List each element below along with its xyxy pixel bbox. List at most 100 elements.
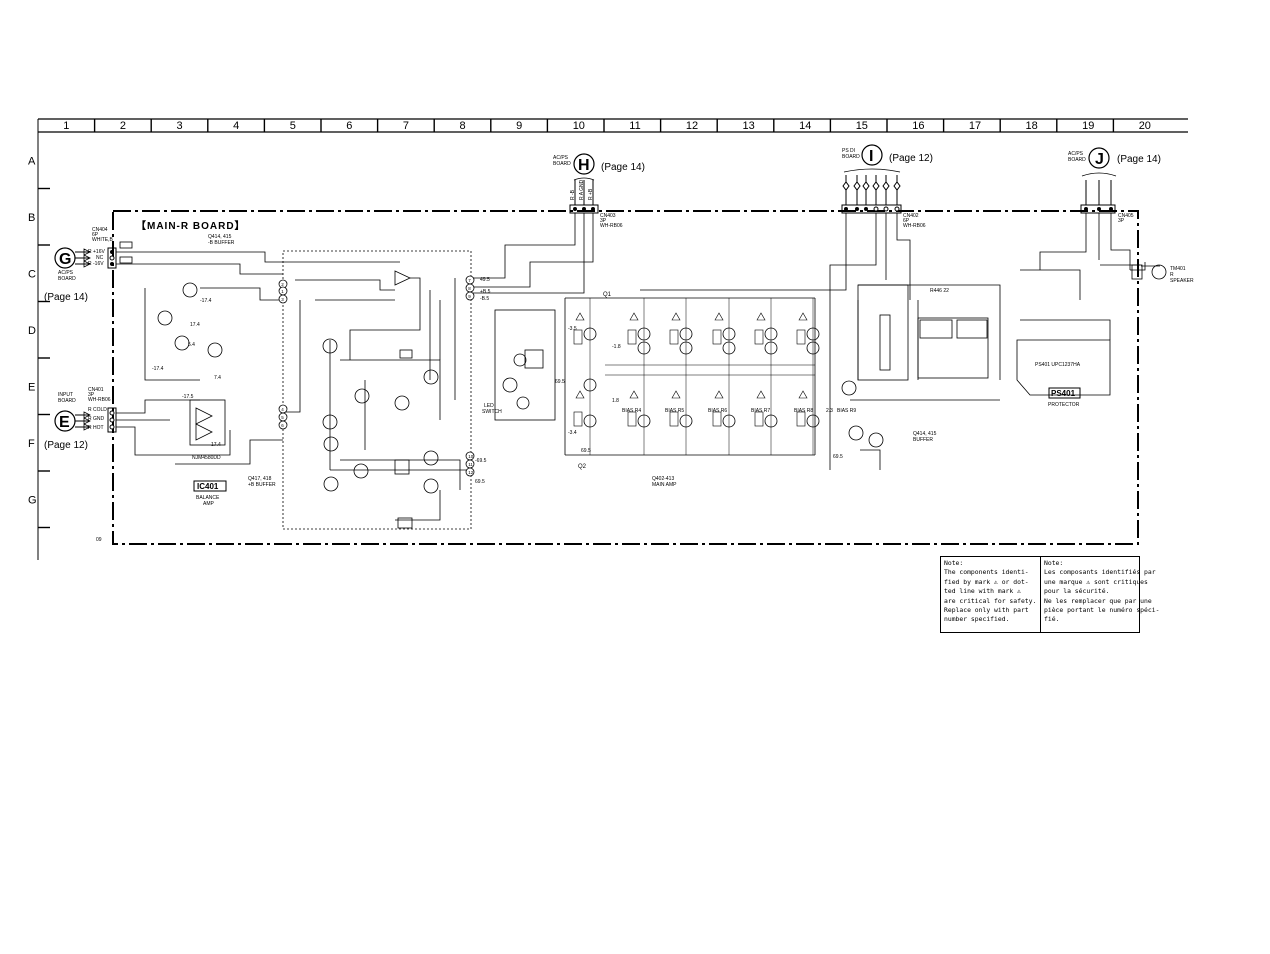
- svg-text:1.8: 1.8: [612, 398, 619, 404]
- grid-column-16: 16: [912, 120, 924, 132]
- board-title: 【MAIN-R BOARD】: [136, 219, 246, 232]
- left-transistors: [119, 241, 226, 446]
- svg-text:Q417, 418: Q417, 418: [248, 476, 272, 482]
- svg-text:3P: 3P: [600, 218, 607, 224]
- block-labels: IC401 BALANCE AMP NJM4580DD PS401 PROTEC…: [192, 234, 1194, 507]
- protector-area: [494, 264, 1167, 448]
- svg-text:17.4: 17.4: [190, 322, 200, 328]
- svg-text:BOARD: BOARD: [553, 161, 571, 167]
- svg-text:BALANCE: BALANCE: [196, 495, 220, 501]
- svg-text:6P: 6P: [903, 218, 910, 224]
- bias-label: BIAS R7: [751, 408, 770, 414]
- grid-frame: [37, 118, 1188, 560]
- svg-text:R GND: R GND: [88, 416, 105, 422]
- svg-text:LED: LED: [484, 403, 494, 409]
- svg-text:Q414, 415: Q414, 415: [208, 234, 232, 240]
- svg-text:BOARD: BOARD: [58, 398, 76, 404]
- grid-column-11: 11: [629, 120, 640, 132]
- svg-text:Q414, 415: Q414, 415: [913, 431, 937, 437]
- svg-text:8: 8: [468, 286, 471, 291]
- svg-text:+B.5: +B.5: [480, 289, 491, 295]
- connector-i: I PS DI BOARD (Page 12) CN402 6P WH-RB06: [841, 144, 933, 229]
- svg-text:NJM4580DD: NJM4580DD: [192, 455, 221, 461]
- grid-column-18: 18: [1026, 120, 1038, 132]
- svg-text:TM401: TM401: [1170, 266, 1186, 272]
- grid-column-20: 20: [1139, 120, 1151, 132]
- svg-text:R COLD: R COLD: [88, 407, 107, 413]
- grid-column-3: 3: [177, 120, 183, 132]
- svg-text:BUFFER: BUFFER: [913, 437, 933, 443]
- svg-text:5.4: 5.4: [188, 342, 195, 348]
- svg-text:R: R: [1170, 272, 1174, 278]
- grid-column-4: 4: [233, 120, 239, 132]
- bias-label: BIAS R5: [665, 408, 684, 414]
- module-pin: [278, 420, 288, 430]
- svg-text:AMP: AMP: [203, 501, 215, 507]
- svg-text:9: 9: [468, 294, 471, 299]
- bias-label: BIAS R9: [837, 408, 856, 414]
- module-pin: [465, 291, 475, 301]
- svg-text:R446 22: R446 22: [930, 288, 949, 294]
- grid-row-C: C: [28, 268, 36, 280]
- connector-e: E INPUT BOARD (Page 12) CN401 3P WH-RB06…: [44, 387, 117, 451]
- grid-row-F: F: [28, 438, 35, 450]
- svg-text:3: 3: [281, 297, 284, 302]
- safety-note: Note: The components identi- fied by mar…: [940, 556, 1159, 633]
- svg-text:PS DI: PS DI: [842, 148, 855, 154]
- connector-e-letter: E: [59, 414, 70, 431]
- grid-column-9: 9: [516, 120, 522, 132]
- voltage-annotations: -17.4 -17.4 17.4 -17.5 17.4 7.4 5.4 -3.5…: [152, 277, 843, 485]
- svg-text:Q2: Q2: [578, 464, 587, 470]
- svg-text:MAIN AMP: MAIN AMP: [652, 482, 677, 488]
- svg-text:WHITE,B: WHITE,B: [92, 237, 113, 243]
- svg-text:R +16V: R +16V: [88, 249, 105, 255]
- grid-row-E: E: [28, 381, 35, 393]
- note-english: Note: The components identi- fied by mar…: [944, 559, 1037, 624]
- svg-text:R -B: R -B: [570, 189, 576, 200]
- svg-text:6P: 6P: [92, 232, 99, 238]
- svg-text:4: 4: [281, 407, 284, 412]
- svg-text:69.5: 69.5: [581, 448, 591, 454]
- svg-text:69.5: 69.5: [555, 379, 565, 385]
- grid-column-10: 10: [573, 120, 585, 132]
- svg-text:49.5: 49.5: [480, 277, 490, 283]
- svg-text:R A GND: R A GND: [579, 179, 585, 200]
- connector-e-page: (Page 12): [44, 440, 88, 451]
- svg-text:-17.5: -17.5: [182, 394, 194, 400]
- svg-text:CN401: CN401: [88, 387, 104, 393]
- svg-text:3P: 3P: [1118, 218, 1125, 224]
- grid-column-13: 13: [743, 120, 755, 132]
- svg-text:+B BUFFER: +B BUFFER: [248, 482, 276, 488]
- connector-h-letter: H: [578, 157, 590, 174]
- connector-g-letter: G: [59, 251, 71, 268]
- svg-text:3P: 3P: [88, 392, 95, 398]
- svg-text:R +B: R +B: [588, 188, 594, 200]
- ic401-label-box: [193, 480, 227, 492]
- wiring: [116, 213, 1160, 521]
- svg-text:SPEAKER: SPEAKER: [1170, 278, 1194, 284]
- bias-label: BIAS R4: [622, 408, 641, 414]
- svg-text:WH-RB06: WH-RB06: [88, 397, 111, 403]
- grid-column-7: 7: [403, 120, 409, 132]
- svg-text:BOARD: BOARD: [1068, 157, 1086, 163]
- ps401-label: PS401: [1051, 389, 1076, 398]
- svg-text:AC/PS: AC/PS: [1068, 151, 1084, 157]
- svg-text:AC/PS: AC/PS: [58, 270, 74, 276]
- ic401-label: IC401: [197, 482, 219, 491]
- svg-text:CN404: CN404: [92, 227, 108, 233]
- svg-text:6: 6: [281, 423, 284, 428]
- connector-i-page: (Page 12): [889, 153, 933, 164]
- grid-row-A: A: [28, 155, 36, 167]
- module-pin: [465, 467, 475, 477]
- grid-column-19: 19: [1082, 120, 1094, 132]
- svg-text:10: 10: [468, 454, 474, 459]
- svg-text:Q402-413: Q402-413: [652, 476, 674, 482]
- main-amp-transistor-array: [573, 298, 820, 455]
- svg-text:1: 1: [281, 289, 284, 294]
- svg-text:WH-RB06: WH-RB06: [903, 223, 926, 229]
- svg-text:CN402: CN402: [903, 213, 919, 219]
- svg-text:12: 12: [468, 470, 474, 475]
